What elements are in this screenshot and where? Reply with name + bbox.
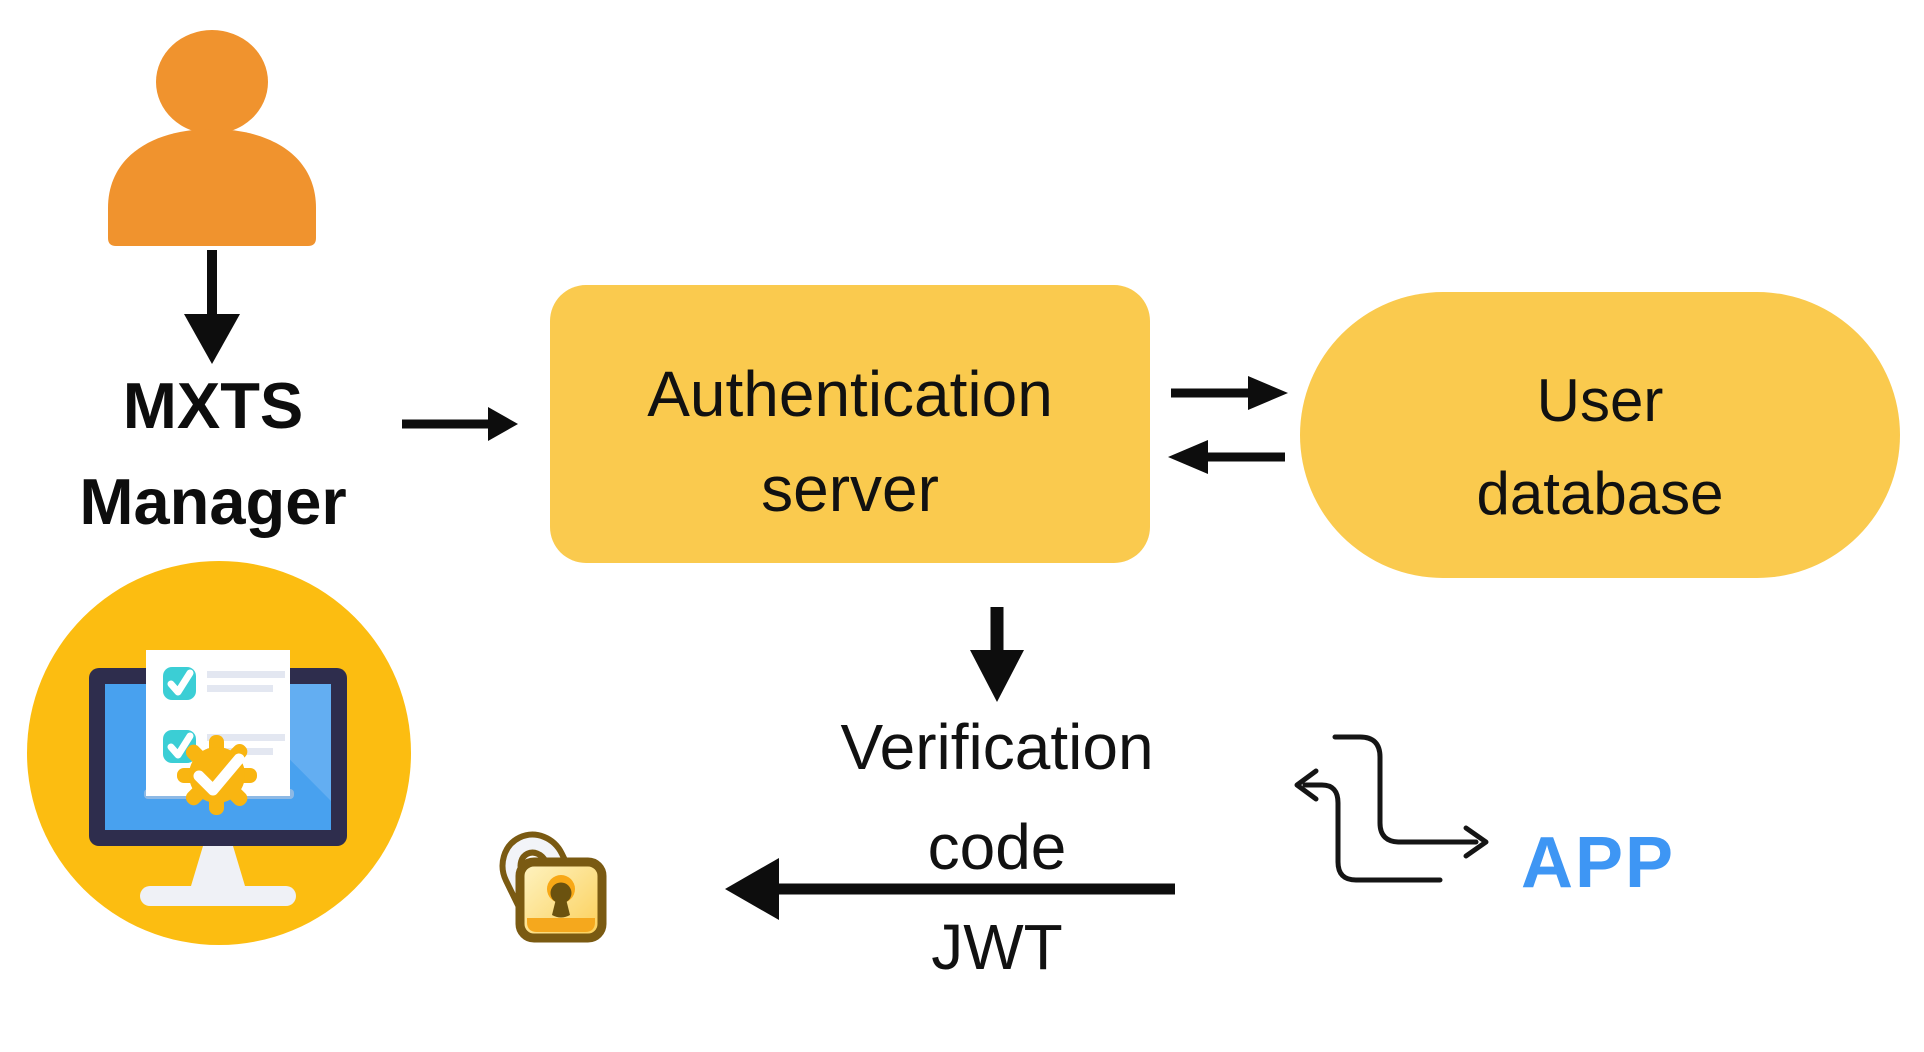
checklist-row-1: [163, 667, 285, 700]
check-icon: [167, 732, 194, 759]
auth-server-node: Authentication server: [550, 285, 1150, 563]
user-database-node: User database: [1300, 292, 1900, 578]
squiggle-arrow-from-app: [1294, 768, 1443, 883]
user-database-label-line1: User: [1536, 367, 1664, 434]
arrow-manager-to-auth: [402, 407, 518, 441]
monitor-base: [140, 886, 296, 906]
user-database-label-line2: database: [1476, 460, 1724, 527]
app-label: APP: [1520, 823, 1676, 903]
approval-checklist-monitor-icon: [27, 561, 411, 945]
squiggle-arrow-to-app: [1332, 734, 1489, 859]
arrow-db-to-auth: [1168, 440, 1285, 474]
verification-label-line1: Verification: [840, 711, 1154, 783]
person-icon: [108, 30, 316, 246]
lock-keyhole: [547, 875, 575, 918]
exchange-squiggle-arrows-icon: [1294, 734, 1489, 883]
auth-server-label-line2: server: [761, 453, 939, 525]
verification-code-jwt-label: Verification code JWT: [840, 697, 1153, 997]
manager-label-line2: Manager: [79, 465, 347, 538]
arrow-auth-to-db: [1171, 376, 1288, 410]
unlocked-padlock-icon: [499, 831, 607, 943]
manager-label-line1: MXTS: [122, 369, 304, 442]
manager-label: MXTS Manager: [79, 358, 346, 550]
check-icon: [193, 753, 245, 796]
lock-body-strip: [527, 918, 595, 932]
arrowhead-right: [1463, 825, 1489, 859]
monitor-stand: [191, 846, 245, 886]
verification-label-line2: code: [927, 811, 1067, 883]
arrowhead-left: [1294, 768, 1319, 802]
arrow-auth-to-verification: [970, 607, 1024, 702]
check-icon: [167, 669, 194, 696]
gear-check-icon: [177, 735, 257, 815]
arrow-person-to-manager: [184, 250, 240, 364]
auth-server-label-line1: Authentication: [647, 358, 1053, 430]
verification-label-line3: JWT: [931, 911, 1063, 983]
